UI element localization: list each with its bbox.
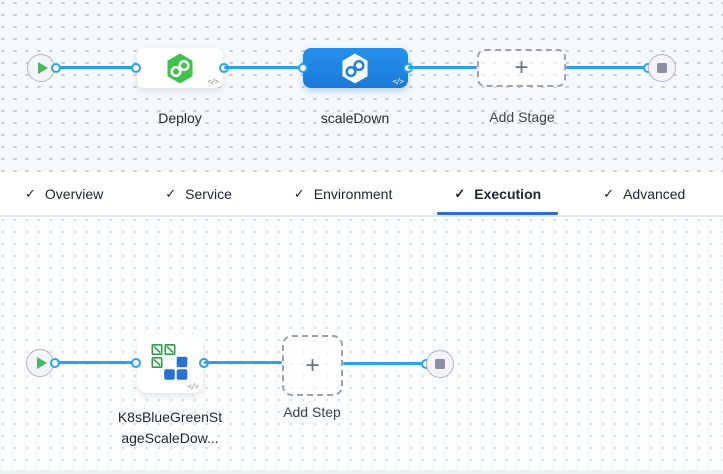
tab-environment[interactable]: ✓ Environment [277, 172, 410, 215]
stage-node-deploy[interactable]: </> [137, 48, 223, 88]
add-step-button[interactable]: + [282, 335, 343, 396]
connector-port[interactable] [51, 62, 61, 73]
code-view-icon: </> [207, 77, 219, 86]
stage-flow-start-node [27, 54, 55, 82]
edge-scaledown-to-addstage [408, 66, 477, 69]
add-stage-label: Add Stage [489, 109, 555, 125]
stage-flow-end-node [648, 54, 676, 82]
harness-stage-icon [342, 53, 368, 84]
stage-label-scaledown: scaleDown [320, 110, 390, 126]
tab-service[interactable]: ✓ Service [148, 172, 249, 215]
tab-overview[interactable]: ✓ Overview [8, 172, 120, 215]
plus-icon: + [514, 54, 529, 81]
check-icon: ✓ [165, 185, 177, 201]
edge-start-to-step [55, 361, 136, 364]
k8s-scaledown-icon [151, 344, 188, 380]
tab-label: Execution [474, 185, 542, 202]
harness-stage-icon [167, 53, 193, 84]
bottom-panel-edge [0, 470, 723, 474]
tab-execution[interactable]: ✓ Execution [437, 172, 558, 215]
stop-icon [435, 359, 445, 369]
code-view-icon: </> [187, 382, 199, 391]
check-icon: ✓ [603, 185, 615, 201]
edge-deploy-to-scaledown [224, 66, 303, 69]
stage-label-deploy: Deploy [158, 110, 202, 126]
execution-graph-canvas: </> + K8sBlueGreenSt ageScaleDow... Add … [0, 217, 723, 470]
tab-label: Service [185, 185, 232, 202]
tab-label: Overview [44, 185, 104, 202]
plus-icon: + [305, 351, 320, 379]
edge-addstep-to-end [343, 362, 426, 365]
step-flow-end-node [426, 350, 454, 378]
edge-addstage-to-end [566, 66, 648, 69]
step-label-k8s-scaledown: K8sBlueGreenSt ageScaleDow... [95, 407, 245, 449]
step-label-line2: ageScaleDow... [121, 430, 219, 446]
check-icon: ✓ [293, 185, 305, 201]
stage-graph-canvas: </> </> + Deploy scaleDown Add Stage [0, 0, 723, 172]
code-view-icon: </> [392, 77, 404, 86]
connector-port[interactable] [130, 62, 141, 73]
play-icon [36, 357, 47, 369]
edge-start-to-deploy [56, 66, 136, 69]
connector-port[interactable] [297, 62, 308, 73]
tab-label: Advanced [623, 185, 686, 202]
connector-port[interactable] [50, 357, 60, 368]
step-label-line1: K8sBlueGreenSt [117, 409, 223, 425]
add-stage-button[interactable]: + [477, 49, 566, 87]
edge-step-to-addstep [204, 361, 282, 364]
stop-icon [657, 63, 667, 73]
tab-label: Environment [313, 185, 393, 202]
check-icon: ✓ [25, 185, 36, 201]
add-step-label: Add Step [283, 404, 341, 420]
stage-config-tabbar: ✓ Overview ✓ Service ✓ Environment ✓ Exe… [0, 172, 723, 217]
tab-advanced[interactable]: ✓ Advanced [586, 172, 702, 215]
check-icon: ✓ [454, 185, 466, 201]
step-node-k8s-scaledown[interactable]: </> [137, 335, 203, 393]
connector-port[interactable] [130, 357, 141, 368]
play-icon [37, 62, 48, 74]
stage-node-scaledown[interactable]: </> [303, 48, 408, 88]
